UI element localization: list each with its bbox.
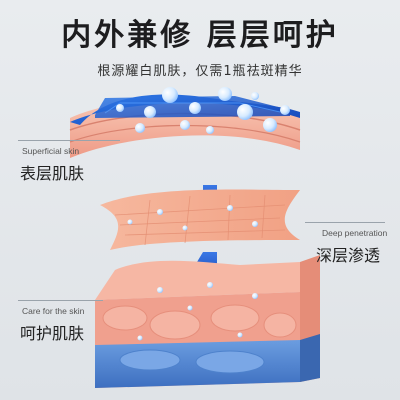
page-subtitle: 根源耀白肌肤，仅需1瓶祛斑精华 bbox=[97, 64, 303, 79]
superficial-label-en: Superficial skin bbox=[22, 146, 80, 156]
deep-guide-line bbox=[305, 222, 385, 223]
page-title: 内外兼修 层层呵护 bbox=[61, 18, 339, 53]
care-label-en: Care for the skin bbox=[22, 306, 85, 316]
deep-label-cn: 深层渗透 bbox=[316, 246, 381, 265]
care-label-cn: 呵护肌肤 bbox=[20, 324, 85, 343]
care-guide-line bbox=[18, 300, 103, 301]
superficial-guide-line bbox=[18, 140, 120, 141]
deep-label-en: Deep penetration bbox=[322, 228, 388, 238]
superficial-label-cn: 表层肌肤 bbox=[20, 164, 85, 183]
dermis-block bbox=[95, 255, 320, 388]
serum-bubbles bbox=[116, 87, 290, 341]
deep-skin-layer bbox=[100, 189, 300, 250]
